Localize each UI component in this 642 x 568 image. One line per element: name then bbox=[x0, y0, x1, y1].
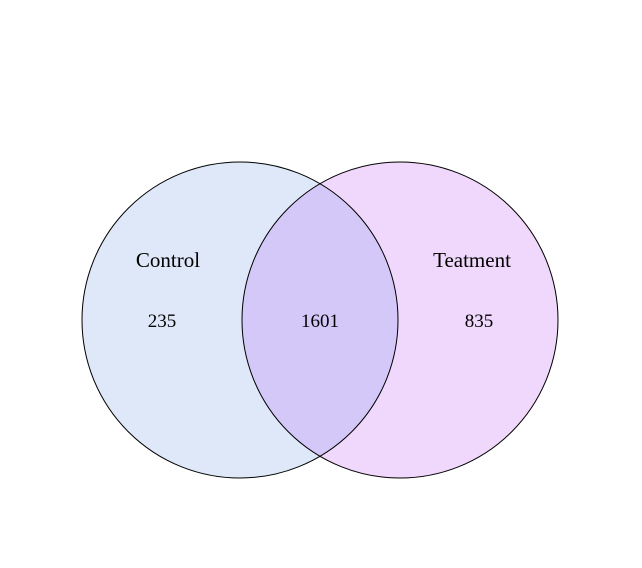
treatment-circle-outline bbox=[241, 161, 559, 479]
control-circle-outline bbox=[81, 161, 399, 479]
treatment-only-count: 835 bbox=[465, 311, 494, 332]
intersection-region bbox=[242, 162, 398, 478]
treatment-label: Teatment bbox=[433, 248, 511, 272]
control-only-count: 235 bbox=[148, 311, 177, 332]
control-label: Control bbox=[136, 248, 200, 272]
intersection-count: 1601 bbox=[301, 311, 339, 332]
